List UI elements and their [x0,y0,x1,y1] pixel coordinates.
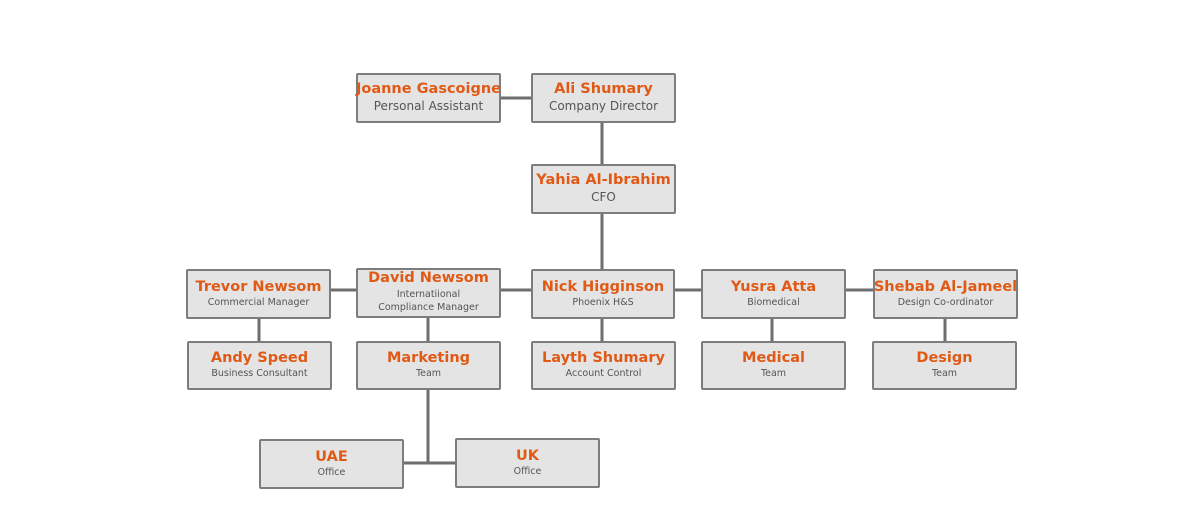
node-role: Office [317,466,346,478]
node-design-team: Design Team [872,341,1017,390]
node-name: Design [916,350,973,367]
node-role: Biomedical [747,296,800,308]
node-marketing-team: Marketing Team [356,341,501,390]
node-role: Internatiional Compliance Manager [378,289,479,313]
node-role: Phoenix H&S [572,296,634,308]
node-name: Marketing [386,350,471,367]
node-joanne-gascoigne: Joanne Gascoigne Personal Assistant [356,73,501,123]
node-name: UAE [315,448,348,465]
node-role: Design Co-ordinator [897,296,994,308]
node-role: Office [513,465,542,477]
node-nick-higginson: Nick Higginson Phoenix H&S [531,269,675,319]
node-role: Commercial Manager [207,296,310,308]
node-role: Team [415,368,442,380]
node-uae-office: UAE Office [259,439,404,489]
node-uk-office: UK Office [455,438,600,488]
node-yahia-al-ibrahim: Yahia Al-Ibrahim CFO [531,164,676,214]
node-medical-team: Medical Team [701,341,846,390]
node-david-newsom: David Newsom Internatiional Compliance M… [356,268,501,318]
node-name: David Newsom [368,270,489,287]
node-andy-speed: Andy Speed Business Consultant [187,341,332,390]
node-role: Business Consultant [211,368,308,380]
node-name: Ali Shumary [554,81,653,98]
node-name: Yusra Atta [730,278,817,295]
node-role: Team [760,368,787,380]
node-name: Trevor Newsom [195,278,322,295]
node-name: Medical [742,350,805,367]
node-layth-shumary: Layth Shumary Account Control [531,341,676,390]
node-role: Team [931,368,958,380]
node-role: Account Control [565,368,642,380]
node-ali-shumary: Ali Shumary Company Director [531,73,676,123]
node-role: CFO [591,190,616,205]
node-yusra-atta: Yusra Atta Biomedical [701,269,846,319]
node-name: Yahia Al-Ibrahim [536,172,671,189]
node-name: Joanne Gascoigne [355,81,502,98]
node-name: Nick Higginson [541,278,665,295]
node-role: Company Director [548,99,659,114]
node-name: UK [515,447,539,464]
node-name: Andy Speed [210,350,309,367]
node-shebab-al-jameel: Shebab Al-Jameel Design Co-ordinator [873,269,1018,319]
node-name: Shebab Al-Jameel [873,278,1018,295]
node-name: Layth Shumary [542,350,665,367]
node-role: Personal Assistant [373,99,484,114]
node-trevor-newsom: Trevor Newsom Commercial Manager [186,269,331,319]
